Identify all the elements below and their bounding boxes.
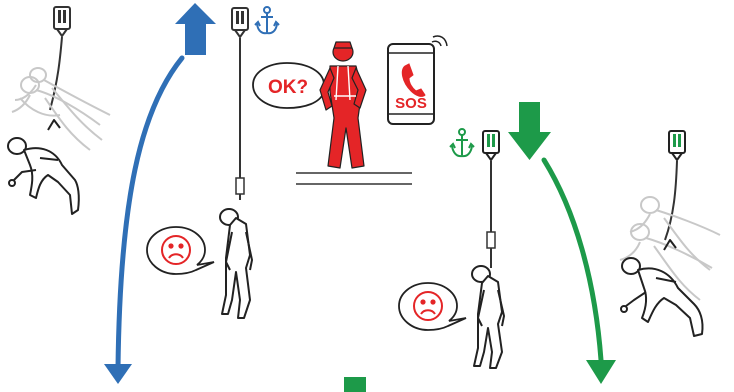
signal-waves-icon	[432, 36, 447, 46]
right-hanging-worker	[472, 266, 504, 368]
bottom-green-marker	[344, 377, 366, 392]
right-falling-worker	[621, 240, 703, 336]
arrow-up-icon	[175, 3, 216, 55]
sad-face-bubble-left	[147, 227, 214, 274]
left-anchor-device	[54, 7, 70, 36]
anchor-icon	[450, 129, 474, 156]
ok-label: OK?	[268, 77, 308, 98]
descend-curve	[544, 160, 601, 360]
sos-label: SOS	[395, 95, 427, 112]
descend-arrow	[508, 102, 616, 384]
sad-face-bubble-right	[399, 283, 466, 330]
left-falling-worker	[8, 120, 79, 214]
anchor-icon	[255, 7, 279, 33]
center-anchor-device	[232, 8, 248, 37]
center-hanging-worker	[220, 209, 252, 318]
rooftop-ground	[296, 173, 412, 184]
left-ghost-figures	[12, 68, 110, 150]
suspended-worker-left-group	[147, 7, 279, 318]
smartphone-icon: SOS	[388, 36, 447, 124]
rescuer-figure	[320, 42, 366, 168]
rescuer-group: OK? SOS	[253, 36, 447, 392]
arrow-down-icon	[508, 102, 551, 160]
ascend-arrow	[104, 3, 216, 384]
far-right-anchor-device	[669, 131, 685, 160]
ascend-curve	[118, 58, 182, 368]
arrow-down-icon	[586, 360, 616, 384]
right-anchor-device	[483, 131, 499, 160]
suspended-worker-right-group	[399, 129, 504, 368]
right-fall-group	[620, 131, 720, 336]
left-fall-group	[8, 7, 110, 214]
arrow-down-icon	[104, 364, 132, 384]
